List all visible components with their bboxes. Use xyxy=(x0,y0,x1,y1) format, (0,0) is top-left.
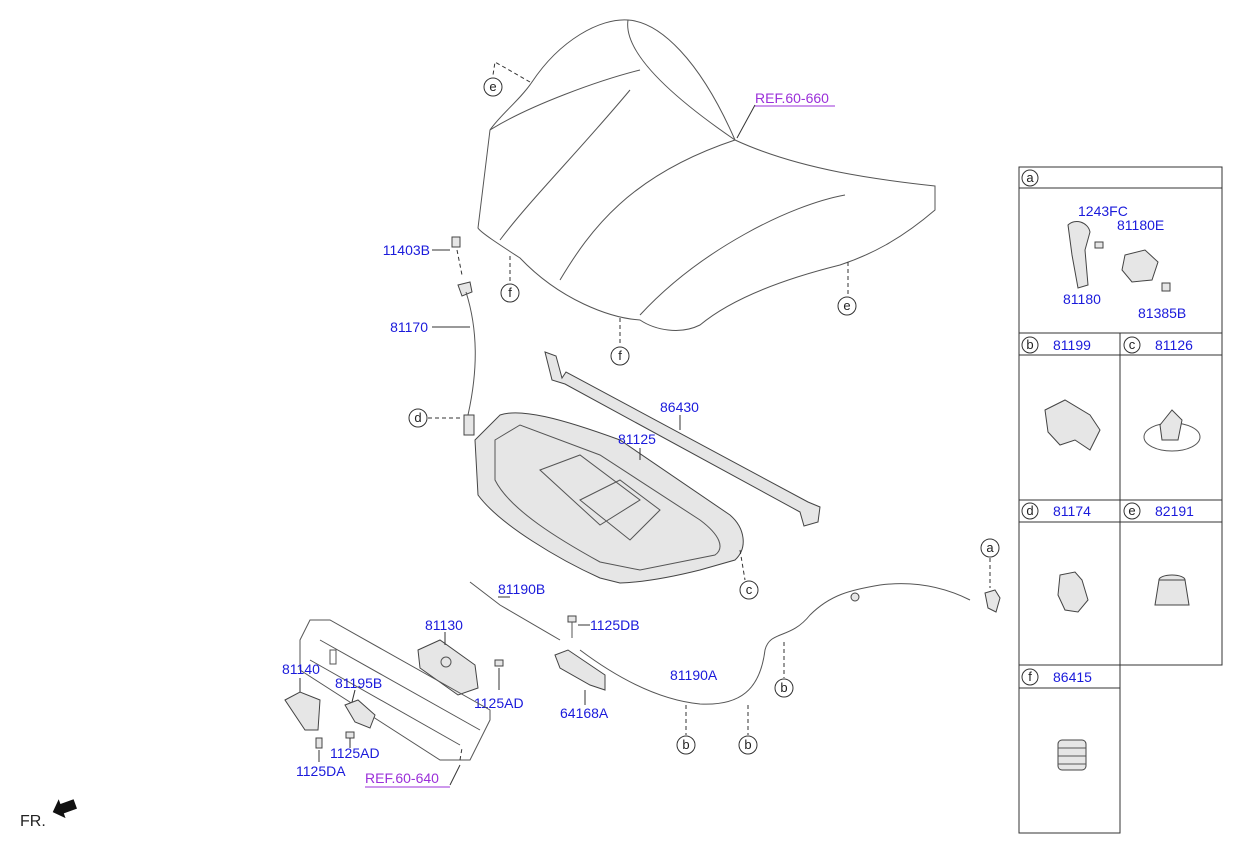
front-direction-label: FR. xyxy=(20,813,46,830)
release-cable-81190B xyxy=(469,581,561,641)
legend-table xyxy=(1018,166,1223,834)
legend-key-a: a xyxy=(1021,169,1039,187)
label-81190A[interactable]: 81190A xyxy=(670,667,718,683)
svg-text:b: b xyxy=(744,737,751,752)
svg-text:d: d xyxy=(1026,503,1033,518)
callout-b-2: b xyxy=(738,735,758,755)
label-81190B[interactable]: 81190B xyxy=(498,581,545,597)
label-81140[interactable]: 81140 xyxy=(282,661,320,677)
label-1125AD-left[interactable]: 1125AD xyxy=(330,745,380,761)
legend-key-f: f xyxy=(1021,668,1039,686)
front-arrow-icon xyxy=(52,799,77,819)
svg-text:f: f xyxy=(1028,669,1032,684)
front-end-panel xyxy=(299,619,491,761)
label-11403B[interactable]: 11403B xyxy=(383,242,430,258)
bracket-81195B xyxy=(344,699,376,729)
legend-e-part[interactable]: 82191 xyxy=(1155,503,1194,519)
label-1125AD-right[interactable]: 1125AD xyxy=(474,695,524,711)
callout-e-2: e xyxy=(837,296,857,316)
release-handle xyxy=(984,589,1001,613)
release-cable-81190A xyxy=(579,583,971,705)
legend-c-part[interactable]: 81126 xyxy=(1155,337,1193,353)
weatherstrip xyxy=(544,351,821,527)
panel-ref-label[interactable]: REF.60-640 xyxy=(365,770,439,786)
hood-stay-rod xyxy=(451,236,476,436)
legend-a-part-2[interactable]: 81180E xyxy=(1117,217,1164,233)
svg-text:e: e xyxy=(489,79,496,94)
label-81170[interactable]: 81170 xyxy=(390,319,428,335)
svg-text:d: d xyxy=(414,410,421,425)
callout-d-stay: d xyxy=(408,408,428,428)
legend-a-part-4[interactable]: 81385B xyxy=(1138,305,1186,321)
legend-d-part[interactable]: 81174 xyxy=(1053,503,1091,519)
label-64168A[interactable]: 64168A xyxy=(560,705,609,721)
panel-ref-leader xyxy=(449,764,461,786)
callout-a-handle: a xyxy=(980,538,1000,558)
callout-b-1: b xyxy=(676,735,696,755)
label-1125DA[interactable]: 1125DA xyxy=(296,763,346,779)
legend-a-part-3[interactable]: 81180 xyxy=(1063,291,1101,307)
callout-f-2: f xyxy=(610,346,630,366)
svg-text:a: a xyxy=(986,540,994,555)
label-81130[interactable]: 81130 xyxy=(425,617,463,633)
panel-ref-pointer xyxy=(459,747,463,761)
svg-text:b: b xyxy=(1026,337,1033,352)
legend-f-part[interactable]: 86415 xyxy=(1053,669,1092,685)
legend-b-illustration xyxy=(1044,399,1101,451)
svg-text:f: f xyxy=(508,285,512,300)
callout-c-insulator: c xyxy=(739,580,759,600)
legend-b-part[interactable]: 81199 xyxy=(1053,337,1091,353)
hood-ref-leader xyxy=(736,104,756,139)
legend-f-illustration xyxy=(1057,739,1087,771)
hood-latch xyxy=(417,639,479,696)
bolt-1125AD-left xyxy=(345,731,355,739)
legend-a-illustration xyxy=(1067,221,1171,292)
hood-panel xyxy=(477,19,936,331)
legend-c-illustration xyxy=(1143,409,1201,452)
svg-text:f: f xyxy=(618,348,622,363)
callout-e-1: e xyxy=(483,77,503,97)
hood-e-pointer-1 xyxy=(492,61,531,83)
bolt-1125AD-right xyxy=(494,659,504,667)
svg-text:a: a xyxy=(1026,170,1034,185)
legend-key-d: d xyxy=(1021,502,1039,520)
bracket-64168A xyxy=(554,649,606,691)
legend-key-c: c xyxy=(1123,336,1141,354)
svg-text:c: c xyxy=(746,582,753,597)
callout-b-3: b xyxy=(774,678,794,698)
leader-81195B xyxy=(351,689,356,703)
svg-text:b: b xyxy=(780,680,787,695)
label-1125DB[interactable]: 1125DB xyxy=(590,617,640,633)
svg-text:e: e xyxy=(1128,503,1135,518)
hood-insulator xyxy=(474,412,744,584)
bolt-1125DB xyxy=(567,615,577,638)
legend-d-illustration xyxy=(1057,571,1089,613)
label-81125[interactable]: 81125 xyxy=(618,431,656,447)
svg-text:e: e xyxy=(843,298,850,313)
hood-striker xyxy=(284,691,321,731)
label-86430[interactable]: 86430 xyxy=(660,399,699,415)
legend-a-part-1[interactable]: 1243FC xyxy=(1078,203,1128,219)
svg-text:c: c xyxy=(1129,337,1136,352)
legend-key-b: b xyxy=(1021,336,1039,354)
insulator-c-pointer xyxy=(739,549,746,581)
legend-e-illustration xyxy=(1154,574,1190,606)
bolt-1125DA xyxy=(315,737,323,749)
label-81195B[interactable]: 81195B xyxy=(335,675,382,691)
hood-ref-label[interactable]: REF.60-660 xyxy=(755,90,829,106)
svg-text:b: b xyxy=(682,737,689,752)
callout-f-1: f xyxy=(500,283,520,303)
legend-key-e: e xyxy=(1123,502,1141,520)
